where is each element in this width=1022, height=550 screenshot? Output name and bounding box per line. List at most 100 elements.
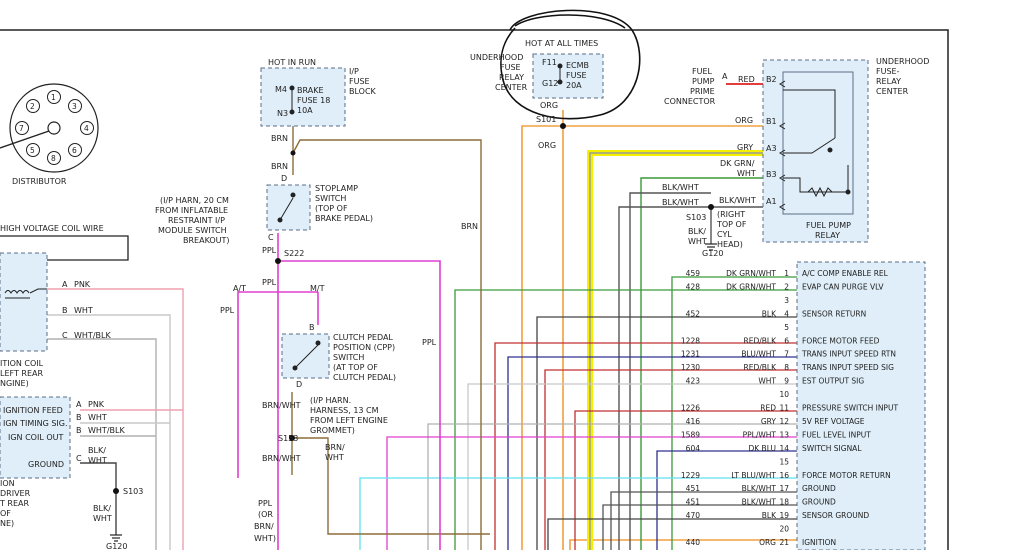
coil-pin-b: B — [62, 306, 68, 315]
s103-note-l3: CYL — [717, 230, 732, 239]
relay-pin-a1: A1 — [766, 197, 777, 206]
ecm-row-wire: LT BLU/WHT — [731, 471, 776, 480]
ecm-row-pin: 15 — [779, 457, 789, 466]
ecm-row-label: GROUND — [802, 484, 836, 493]
ppl3-label: PPL — [220, 306, 235, 315]
cpp-switch-box — [281, 333, 330, 379]
right-frc-l2: FUSE- — [876, 67, 900, 76]
org-b1-label: ORG — [735, 116, 753, 125]
ignition-coil-box — [0, 252, 48, 352]
ecm-row-circuit: 416 — [686, 417, 701, 426]
brn3-label: BRN — [461, 222, 478, 231]
ecm-row-label: FORCE MOTOR FEED — [802, 336, 880, 345]
fpp-l1: FUEL — [692, 67, 713, 76]
dist-t1: 1 — [51, 93, 56, 102]
relay-pin-a3: A3 — [766, 144, 777, 153]
dist-t8: 8 — [51, 154, 56, 163]
ecm-row-circuit: 423 — [686, 377, 701, 386]
d-pin2: D — [296, 380, 302, 389]
distributor-cap-icon — [0, 83, 99, 173]
ecm-connector-box — [796, 261, 926, 550]
ecm-row-wire: BLK/WHT — [742, 484, 777, 493]
ecm-row-label: 5V REF VOLTAGE — [802, 417, 865, 426]
dist-t3: 3 — [72, 102, 77, 111]
ip-fuse-l1: I/P — [349, 67, 359, 76]
ecm-wires — [359, 276, 797, 550]
stoplamp-l2: SWITCH — [315, 194, 346, 203]
brn1-label: BRN — [271, 134, 288, 143]
ecm-row-circuit: 451 — [686, 484, 701, 493]
ecm-row-circuit: 470 — [686, 511, 701, 520]
fuse-relay-center-left-l4: CENTER — [495, 83, 528, 92]
ecm-row-circuit: 440 — [686, 538, 701, 547]
ecm-row-pin: 8 — [784, 363, 789, 372]
module-label-2: IGN TIMING SIG. — [3, 419, 68, 428]
gry-a3-label: GRY — [737, 143, 753, 152]
ppl2-label: PPL — [262, 278, 277, 287]
ip-fuse-l3: BLOCK — [349, 87, 377, 96]
ecm-row-circuit: 1226 — [681, 404, 700, 413]
relay-label-1: FUEL PUMP — [806, 221, 851, 230]
dkgrn-b3-l1: DK GRN/ — [720, 159, 755, 168]
ecm-row-circuit: 604 — [686, 444, 701, 453]
brnwht3b-label: WHT — [325, 453, 344, 462]
ecm-row-label: SENSOR GROUND — [802, 511, 869, 520]
ecm-row-label: TRANS INPUT SPEED SIG — [801, 363, 894, 372]
coil-pin-a: A — [62, 280, 68, 289]
ecm-row-label: GROUND — [802, 498, 836, 507]
right-frc-l1: UNDERHOOD — [876, 57, 929, 66]
coil-wire-whtblk: WHT/BLK — [74, 331, 111, 340]
ecm-row-wire: BLK/WHT — [742, 498, 777, 507]
blkwht2-label: BLK/WHT — [662, 198, 699, 207]
ecm-row-circuit: 428 — [686, 282, 701, 291]
cpp-l1: CLUTCH PEDAL — [333, 333, 393, 342]
s153-label: S153 — [278, 434, 298, 443]
brnwht1-label: BRN/WHT — [262, 401, 301, 410]
cpp-l4: (AT TOP OF — [333, 363, 378, 372]
s103-note-l4: HEAD) — [717, 240, 743, 249]
ecm-row-pin: 17 — [779, 484, 789, 493]
cpp-l2: POSITION (CPP) — [333, 343, 395, 352]
module-pin-b: B — [76, 413, 82, 422]
ecm-row-wire: RED/BLK — [744, 363, 778, 372]
dist-t2: 2 — [30, 102, 35, 111]
fuse-relay-center-left-l3: RELAY — [499, 73, 524, 82]
stoplamp-switch-contact — [277, 192, 296, 223]
module-l4: OF — [0, 509, 11, 518]
d-pin: D — [281, 174, 287, 183]
brake-pin-top: M4 — [275, 85, 287, 94]
stoplamp-l1: STOPLAMP — [315, 184, 358, 193]
ecm-row-pin: 20 — [779, 525, 789, 534]
ecm-row-circuit: 459 — [686, 269, 701, 278]
connector-arrow-icons — [779, 80, 786, 211]
ecm-row-label: FUEL LEVEL INPUT — [802, 430, 871, 439]
s103-note-l1: (RIGHT — [717, 210, 745, 219]
ecm-row-pin: 4 — [784, 309, 789, 318]
ecm-row-wire: ORG — [759, 538, 776, 547]
ip-fuse-l2: FUSE — [349, 77, 370, 86]
ip-harn2-l2: HARNESS, 13 CM — [310, 406, 379, 415]
blkw1: BLK/ — [88, 446, 106, 455]
brn2-label: BRN — [271, 162, 288, 171]
ecm-row-wire: RED — [760, 404, 776, 413]
fuse-relay-center-left-l1: UNDERHOOD — [470, 53, 523, 62]
coil-l1: ITION COIL — [0, 359, 44, 368]
relay-pin-b2: B2 — [766, 75, 777, 84]
s103b-label: S103 — [686, 213, 706, 222]
ecm-row-pin: 2 — [784, 282, 789, 291]
g120b-label: G120 — [702, 249, 723, 258]
ip-harn2-l1: (I/P HARN. — [310, 396, 351, 405]
fpp-l4: CONNECTOR — [664, 97, 716, 106]
module-label-1: IGNITION FEED — [3, 406, 63, 415]
ecmb-fuse-element — [557, 63, 563, 85]
ecmb-l2: FUSE — [566, 71, 587, 80]
org1-label: ORG — [540, 101, 558, 110]
coil-l2: LEFT REAR — [0, 369, 43, 378]
s222-label: S222 — [284, 249, 304, 258]
module-l5: NE) — [0, 519, 14, 528]
ecm-row-wire: WHT — [758, 377, 776, 386]
org-wires — [521, 110, 797, 550]
ecmb-l3: 20A — [566, 81, 582, 90]
ecm-row-wire: GRY — [761, 417, 777, 426]
